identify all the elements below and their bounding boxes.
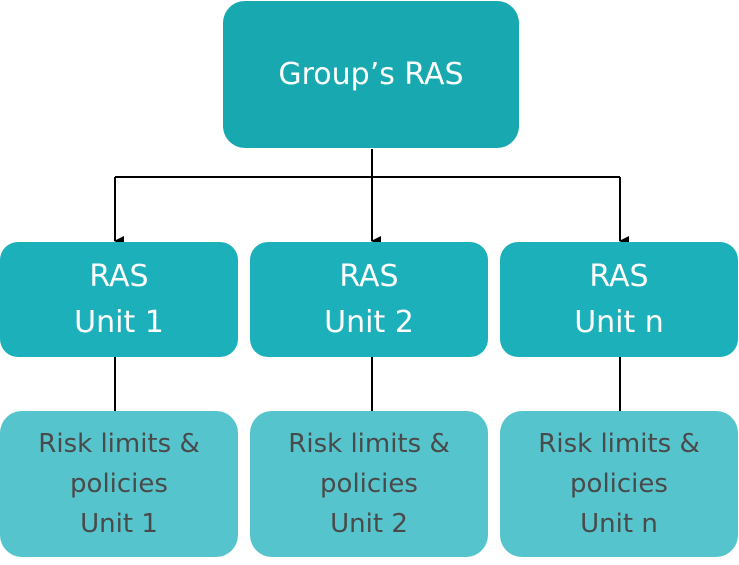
ras-unit-n-box: RAS Unit n (500, 242, 738, 357)
risk-limits-unit-2-box: Risk limits & policies Unit 2 (250, 411, 488, 557)
group-ras-box: Group’s RAS (223, 1, 519, 148)
ras-unit-1-box: RAS Unit 1 (0, 242, 238, 357)
risk-limits-unit-n-line1: Risk limits & (538, 429, 700, 459)
ras-unit-n-line1: RAS (589, 258, 649, 294)
risk-limits-unit-n-line3: Unit n (580, 509, 658, 539)
risk-limits-unit-1-line1: Risk limits & (38, 429, 200, 459)
risk-limits-unit-2-line1: Risk limits & (288, 429, 450, 459)
ras-unit-2-line2: Unit 2 (324, 304, 414, 340)
ras-unit-1-line2: Unit 1 (74, 304, 164, 340)
risk-limits-unit-2-line3: Unit 2 (330, 509, 408, 539)
ras-unit-n-line2: Unit n (574, 304, 664, 340)
ras-unit-2-box: RAS Unit 2 (250, 242, 488, 357)
risk-limits-unit-1-box: Risk limits & policies Unit 1 (0, 411, 238, 557)
ras-unit-2-line1: RAS (339, 258, 399, 294)
risk-limits-unit-1-line2: policies (70, 469, 168, 499)
risk-limits-unit-2-line2: policies (320, 469, 418, 499)
risk-limits-unit-n-line2: policies (570, 469, 668, 499)
risk-limits-unit-n-box: Risk limits & policies Unit n (500, 411, 738, 557)
risk-limits-unit-1-line3: Unit 1 (80, 509, 158, 539)
ras-unit-1-line1: RAS (89, 258, 149, 294)
group-ras-label: Group’s RAS (278, 57, 464, 92)
